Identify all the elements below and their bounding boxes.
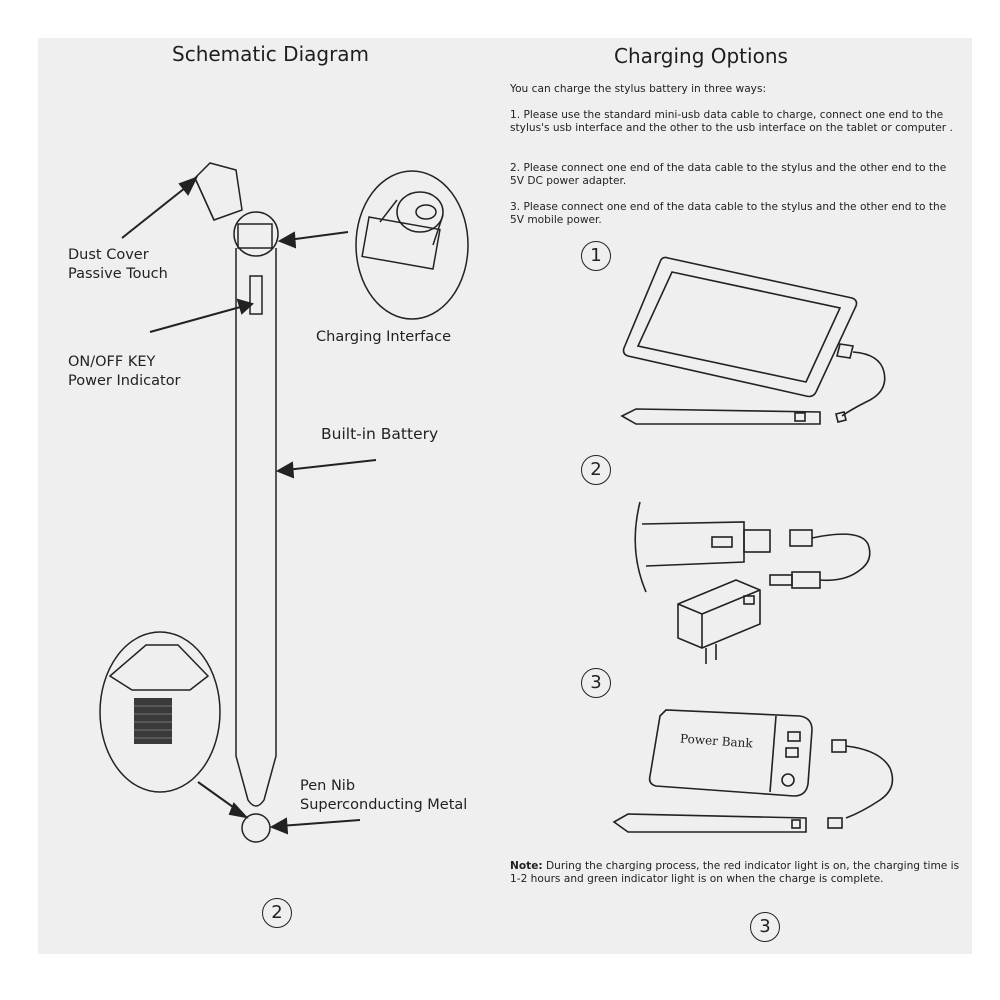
power-indicator-text: Power Indicator <box>68 373 181 389</box>
onoff-key-text: ON/OFF KEY <box>68 354 156 370</box>
step-number-3: 3 <box>581 668 611 698</box>
note-text: During the charging process, the red ind… <box>510 860 960 886</box>
page-number-right: 3 <box>750 912 780 942</box>
charging-option-1: 1. Please use the standard mini-usb data… <box>510 109 953 135</box>
charging-interface-label: Charging Interface <box>316 329 452 345</box>
passive-touch-text: Passive Touch <box>68 266 168 282</box>
dust-cover-text: Dust Cover <box>68 247 149 263</box>
built-in-battery-label: Built-in Battery <box>321 425 439 443</box>
charging-option-3: 3. Please connect one end of the data ca… <box>510 201 947 227</box>
charging-options-title: Charging Options <box>614 44 788 68</box>
manual-page <box>38 38 972 954</box>
step-number-1: 1 <box>581 241 611 271</box>
pen-nib-label: Pen Nib Superconducting Metal <box>300 777 467 815</box>
note-label: Note: <box>510 860 543 872</box>
page-number-left: 2 <box>262 898 292 928</box>
dust-cover-label: Dust Cover Passive Touch <box>68 246 168 284</box>
step-number-2: 2 <box>581 455 611 485</box>
pen-nib-text: Pen Nib <box>300 778 356 794</box>
charging-option-2: 2. Please connect one end of the data ca… <box>510 162 947 188</box>
superconducting-metal-text: Superconducting Metal <box>300 797 468 813</box>
onoff-key-label: ON/OFF KEY Power Indicator <box>68 353 181 391</box>
charging-intro: You can charge the stylus battery in thr… <box>510 83 767 95</box>
schematic-title: Schematic Diagram <box>172 42 370 66</box>
charging-note: Note: During the charging process, the r… <box>510 860 966 887</box>
